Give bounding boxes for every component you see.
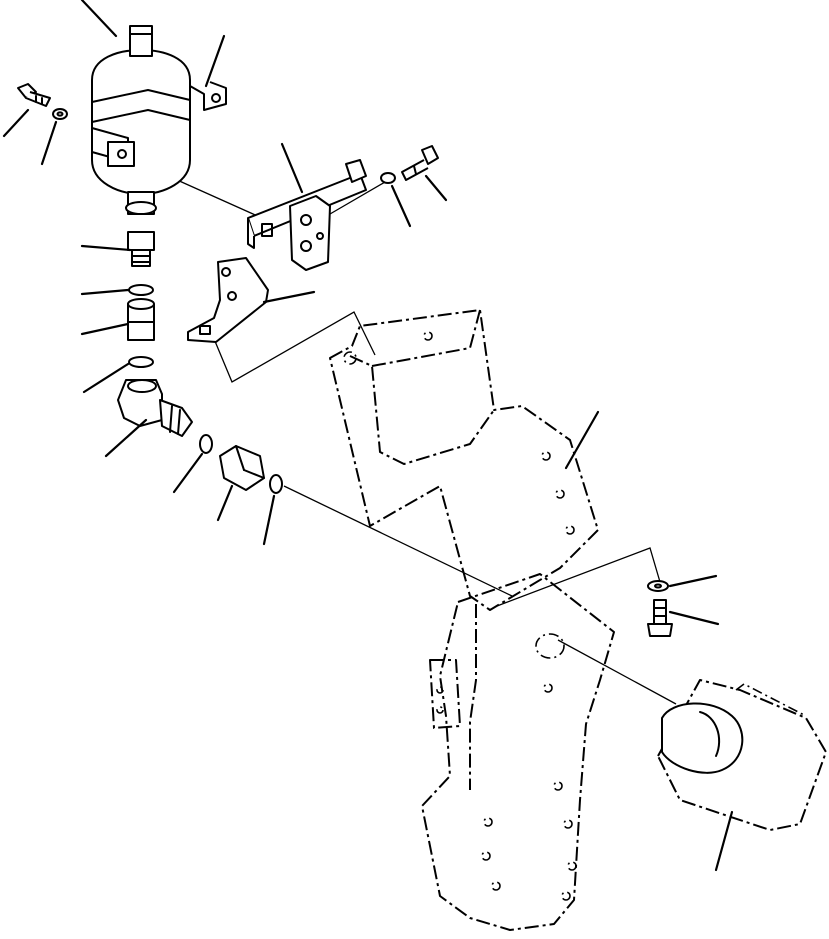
pedal-arm-phantom [421, 573, 615, 931]
washer-bracket-right [380, 172, 396, 184]
accumulator [91, 25, 227, 215]
elbow-fitting [117, 379, 193, 437]
leader-lines [2, 0, 734, 872]
switch-phantom [657, 679, 827, 831]
o-ring-4 [269, 474, 283, 494]
washer-upper-left [52, 108, 68, 120]
mounting-bracket [247, 159, 367, 271]
washer-right [647, 580, 669, 592]
connector-fitting [219, 445, 265, 491]
bolt-upper-left [17, 83, 51, 107]
o-ring-3 [199, 434, 213, 454]
o-ring-1 [128, 284, 154, 296]
bolt-right [647, 599, 673, 637]
union-fitting [127, 298, 155, 341]
clamp-plate [187, 257, 269, 343]
nipple-fitting [127, 231, 155, 267]
o-ring-2 [128, 356, 154, 368]
floor-bracket-phantom [329, 309, 599, 611]
assembly-lines [127, 157, 677, 705]
bolt-bracket-right [401, 145, 439, 181]
